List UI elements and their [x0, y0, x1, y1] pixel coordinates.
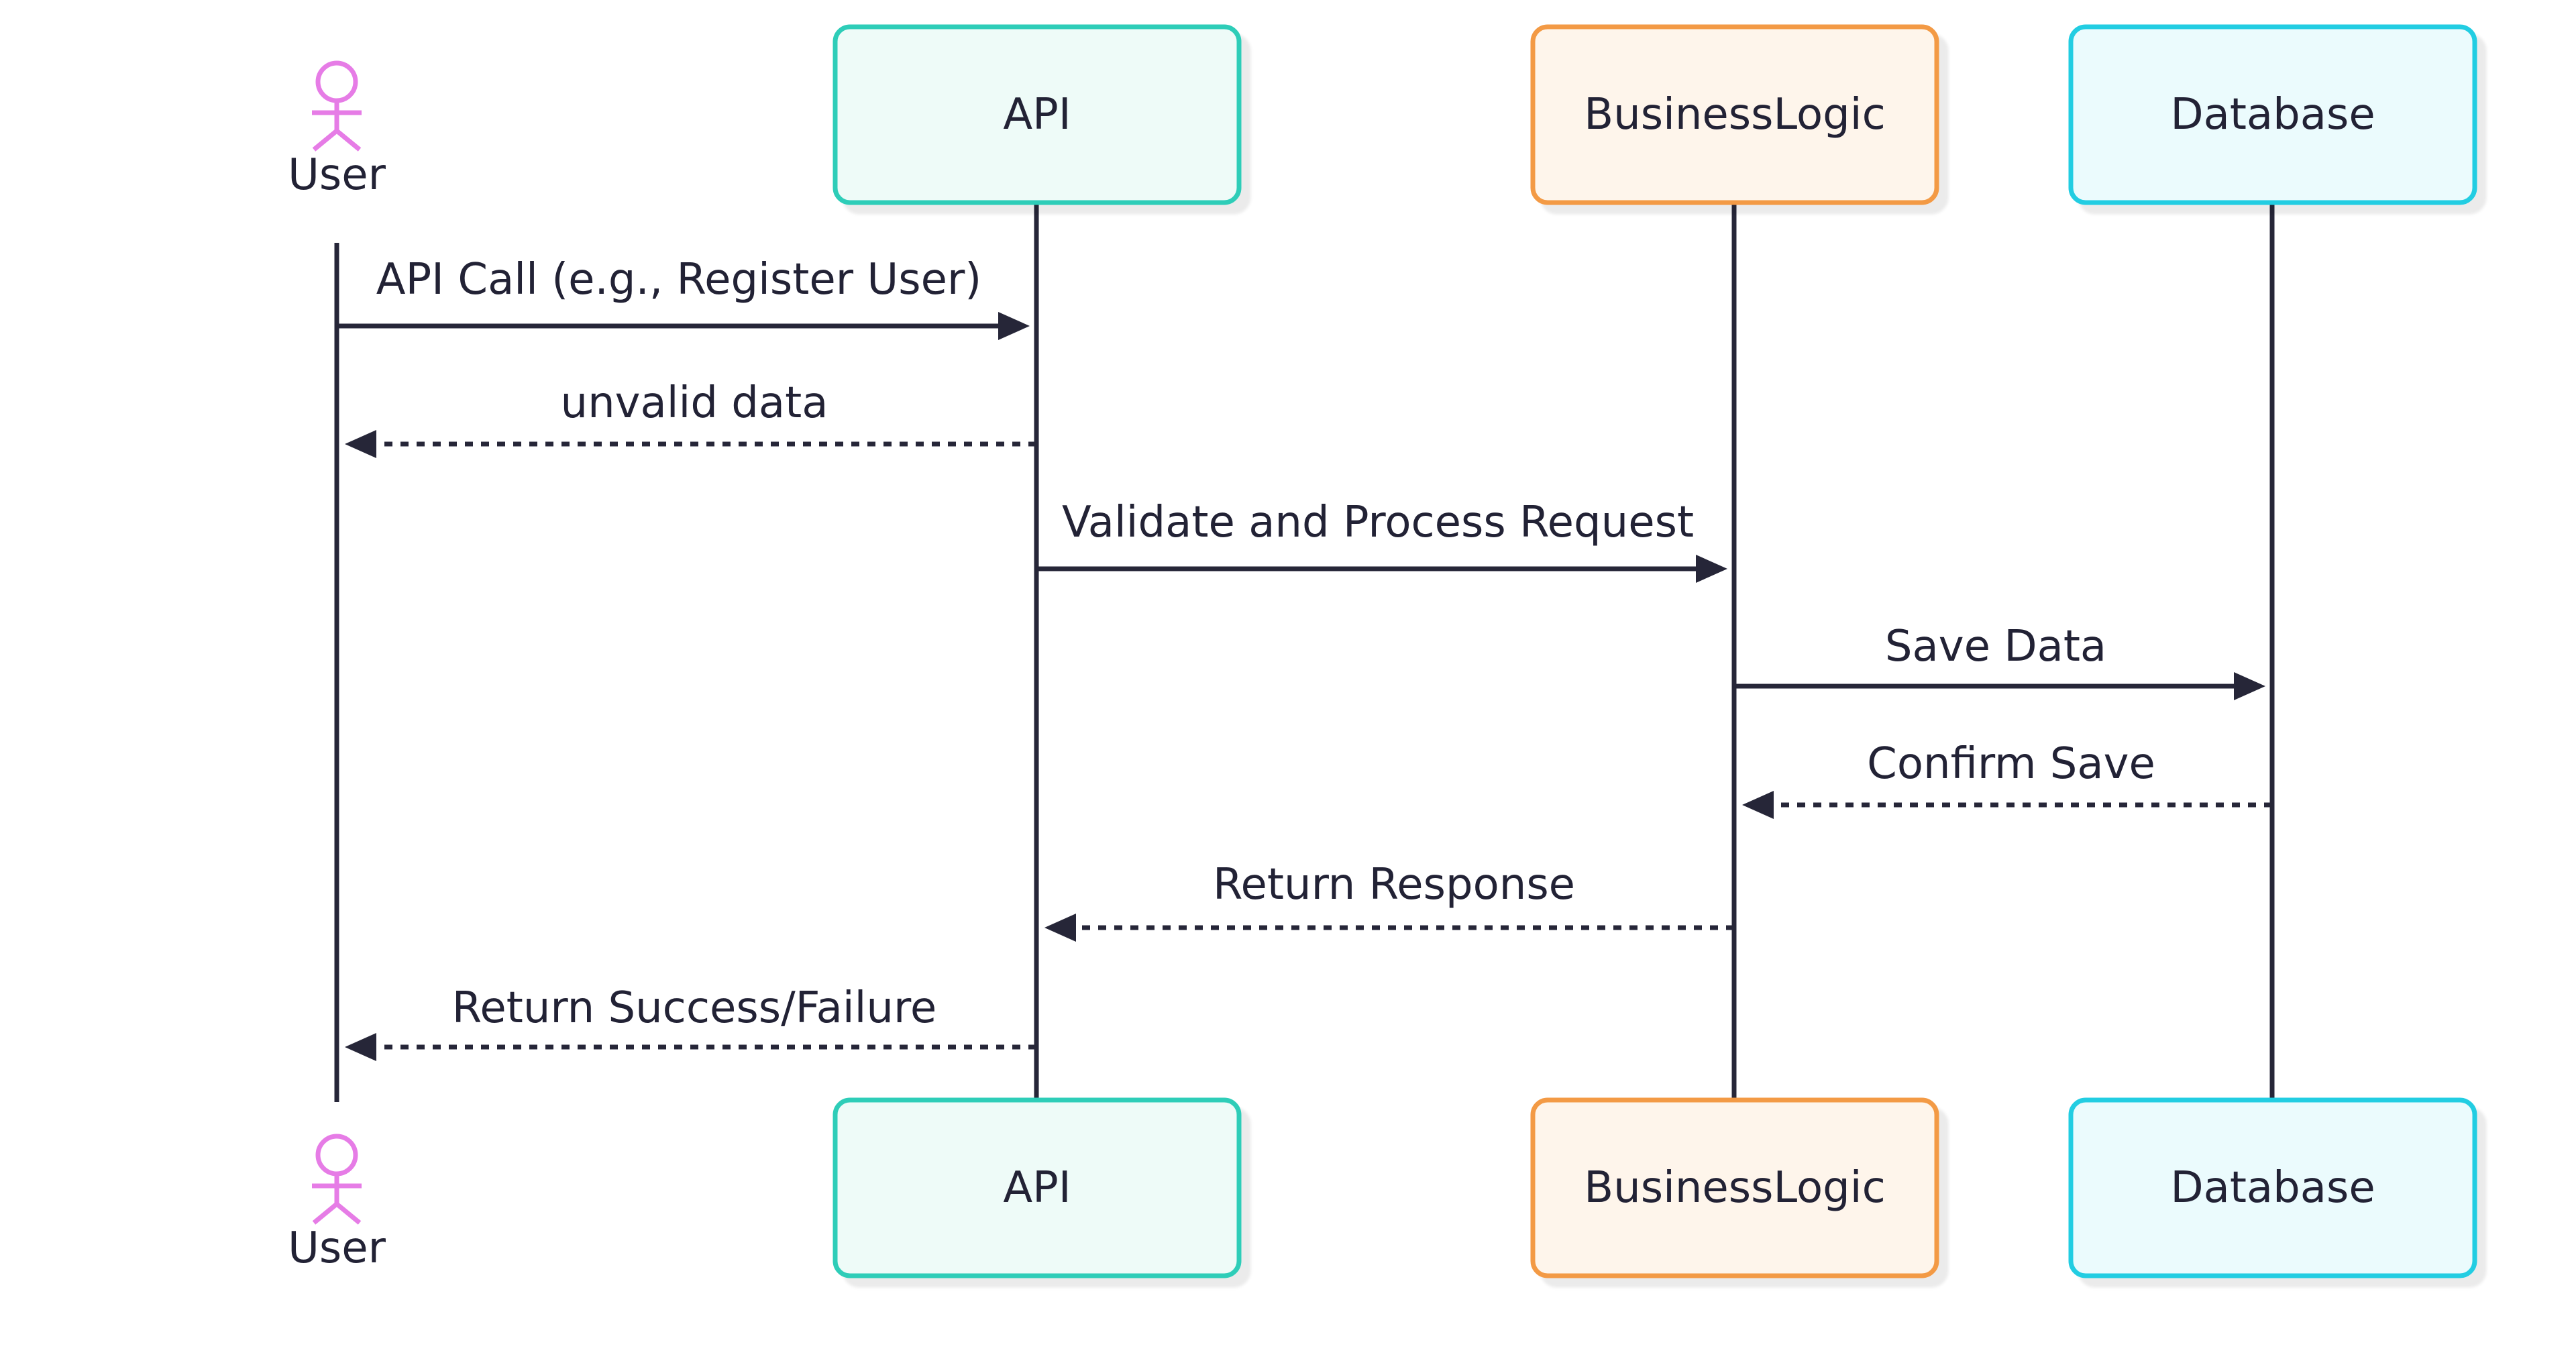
message-label: Return Success/Failure [452, 983, 936, 1033]
participant-box [2068, 1097, 2477, 1278]
actor-user-top: User [288, 60, 386, 200]
participant-logic-bottom: BusinessLogic [1530, 1097, 1939, 1278]
user-actor-icon [312, 1134, 362, 1225]
participant-label: API [1003, 90, 1071, 140]
user-actor-icon [312, 60, 362, 152]
message-6: Return Response [1044, 860, 1734, 942]
message-7: Return Success/Failure [345, 983, 1036, 1061]
arrowhead-left [1742, 791, 1774, 819]
participant-box [1530, 1097, 1939, 1278]
participant-label: Database [2170, 90, 2375, 140]
message-label: Save Data [1885, 622, 2106, 671]
arrowhead-left [345, 430, 376, 458]
participant-db-bottom: Database [2068, 1097, 2477, 1278]
arrowhead-left [1044, 914, 1076, 942]
participant-db-top: Database [2068, 24, 2477, 205]
message-2: unvalid data [345, 378, 1036, 458]
message-4: Save Data [1734, 622, 2265, 700]
message-label: Validate and Process Request [1062, 498, 1694, 547]
participant-box [833, 24, 1242, 205]
participant-box [1530, 24, 1939, 205]
arrowhead-right [998, 312, 1030, 340]
participant-label: BusinessLogic [1584, 1163, 1886, 1213]
arrowhead-left [345, 1033, 376, 1061]
participant-label: Database [2170, 1163, 2375, 1213]
message-label: Confirm Save [1867, 739, 2155, 789]
actor-user-bottom: User [288, 1134, 386, 1273]
participant-api-top: API [833, 24, 1242, 205]
message-3: Validate and Process Request [1036, 498, 1727, 583]
actor-user-label: User [288, 1223, 386, 1273]
message-1: API Call (e.g., Register User) [337, 255, 1030, 340]
participant-label: BusinessLogic [1584, 90, 1886, 140]
participant-logic-top: BusinessLogic [1530, 24, 1939, 205]
participant-box [833, 1097, 1242, 1278]
arrowhead-right [1696, 555, 1727, 583]
participant-label: API [1003, 1163, 1071, 1213]
message-label: API Call (e.g., Register User) [376, 255, 981, 305]
message-label: unvalid data [561, 378, 828, 428]
participant-api-bottom: API [833, 1097, 1242, 1278]
participant-box [2068, 24, 2477, 205]
actor-user-label: User [288, 150, 386, 200]
message-label: Return Response [1213, 860, 1575, 910]
arrowhead-right [2234, 672, 2265, 700]
message-5: Confirm Save [1742, 739, 2272, 819]
